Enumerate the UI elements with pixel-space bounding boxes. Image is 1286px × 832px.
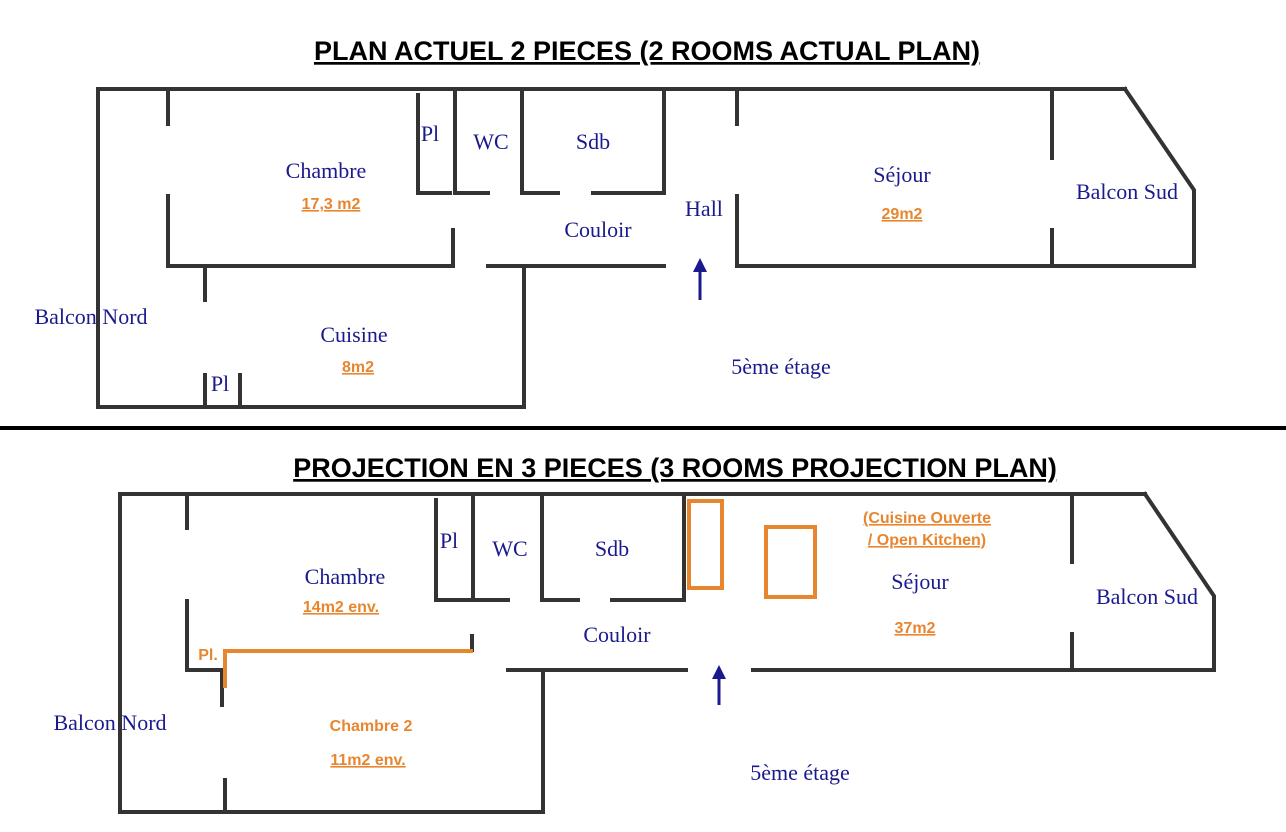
couloir-label-2: Couloir: [583, 622, 651, 647]
new-partition-wall: [223, 649, 473, 688]
sejour-area-2: 37m2: [895, 620, 936, 637]
cuisine-area: 8m2: [342, 359, 374, 376]
balcon-sud-label-2: Balcon Sud: [1096, 584, 1198, 609]
wc-label-2: WC: [492, 536, 527, 561]
sejour-label-2: Séjour: [891, 569, 949, 594]
plan-projection-title: PROJECTION EN 3 PIECES (3 ROOMS PROJECTI…: [293, 453, 1057, 483]
balcon-sud-label: Balcon Sud: [1076, 179, 1178, 204]
entrance-arrow-icon-2: [712, 665, 726, 705]
pl-orange-label: Pl.: [198, 647, 218, 664]
cuisine-ouverte-line2: / Open Kitchen): [868, 532, 986, 549]
plan-projection-walls: [118, 491, 1216, 814]
hall-label: Hall: [685, 196, 723, 221]
balcon-nord-label-2: Balcon Nord: [53, 710, 166, 735]
kitchen-counter-1: [687, 499, 724, 590]
chambre2-area: 11m2 env.: [330, 752, 405, 769]
projection-orange-additions: [223, 499, 817, 688]
pl-top-label-2: Pl: [440, 528, 458, 553]
kitchen-counter-2: [764, 525, 817, 599]
chambre-label: Chambre: [286, 158, 367, 183]
sdb-label-2: Sdb: [595, 536, 629, 561]
cuisine-ouverte-line1: (Cuisine Ouverte: [863, 510, 991, 527]
wc-label: WC: [473, 129, 508, 154]
chambre-area: 17,3 m2: [302, 196, 361, 213]
plan-actual-title: PLAN ACTUEL 2 PIECES (2 ROOMS ACTUAL PLA…: [314, 36, 980, 66]
entrance-arrow-icon: [693, 258, 707, 300]
sdb-label: Sdb: [576, 129, 610, 154]
chambre-label-2: Chambre: [305, 564, 386, 589]
sejour-label: Séjour: [873, 162, 931, 187]
plan-actual-walls: [96, 86, 1196, 409]
pl-top-label: Pl: [421, 121, 439, 146]
chambre-area-2: 14m2 env.: [303, 599, 379, 616]
couloir-label: Couloir: [564, 217, 632, 242]
etage-label: 5ème étage: [731, 354, 831, 379]
balcon-nord-label: Balcon Nord: [34, 304, 147, 329]
sejour-area: 29m2: [882, 206, 923, 223]
pl-bottom-label: Pl: [211, 371, 229, 396]
cuisine-label: Cuisine: [320, 322, 387, 347]
etage-label-2: 5ème étage: [750, 760, 850, 785]
chambre2-label: Chambre 2: [330, 718, 413, 735]
